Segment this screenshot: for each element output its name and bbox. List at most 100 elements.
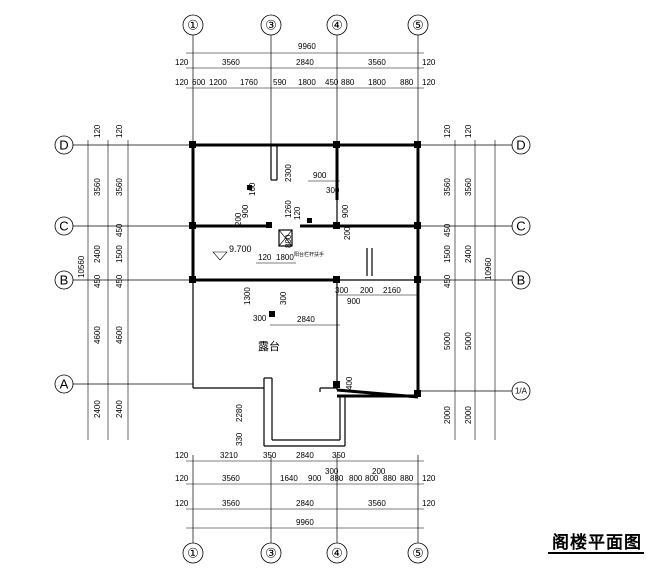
dim-text: 1640 — [280, 474, 298, 483]
dim-text: 450 — [115, 274, 124, 288]
dim-text: 3560 — [443, 178, 452, 196]
dim-text: 2840 — [297, 315, 315, 324]
dim-text: 9960 — [296, 518, 314, 527]
left-dimensions: 120 3560 2400 450 4600 2400 10560 120 35… — [77, 124, 129, 440]
left-axis-bubbles: D C B A — [54, 135, 74, 394]
axis-label: B — [517, 273, 526, 288]
dim-text: 350 — [263, 451, 277, 460]
dim-text: 2400 — [115, 400, 124, 418]
dim-text: 880 — [330, 474, 344, 483]
dim-text: 900 — [241, 204, 250, 218]
dim-text: 200 — [372, 467, 386, 476]
dim-text: 3560 — [222, 499, 240, 508]
dim-text: 450 — [115, 223, 124, 237]
axis-label: ⑤ — [412, 546, 424, 561]
dim-text: 3560 — [464, 178, 473, 196]
dim-text: 1300 — [243, 287, 252, 305]
dim-text: 2300 — [284, 164, 293, 182]
dim-text: 880 — [400, 474, 414, 483]
axis-label: ⑤ — [412, 18, 424, 33]
dim-text: 3210 — [220, 451, 238, 460]
terrace-label: 露台 — [258, 339, 280, 353]
dim-text: 2160 — [383, 286, 401, 295]
dim-text: 1800 — [276, 253, 294, 262]
dim-text: 120 — [258, 253, 272, 262]
axis-label: ④ — [331, 546, 343, 561]
axis-label: ④ — [331, 18, 343, 33]
dim-text: 880 — [383, 474, 397, 483]
dim-text: 5000 — [464, 332, 473, 350]
axis-label: ③ — [265, 18, 277, 33]
dim-text: 450 — [325, 78, 339, 87]
right-axis-bubbles: D C B 1/A — [511, 135, 531, 401]
dim-text: 160 — [248, 182, 257, 196]
dim-text: 800 — [365, 474, 379, 483]
drawing-title: 阁楼平面图 — [552, 533, 642, 552]
dim-text: 1260 — [284, 200, 293, 218]
dim-text: 300 — [335, 286, 349, 295]
dim-text: 350 — [332, 451, 346, 460]
dim-text: 120 — [293, 206, 302, 220]
dim-text: 300 — [325, 467, 339, 476]
dim-text: 450 — [93, 274, 102, 288]
dim-text: 120 — [464, 124, 473, 138]
dim-text: 300 — [279, 291, 288, 305]
dim-text: 5000 — [443, 332, 452, 350]
dim-text: 10560 — [77, 255, 86, 278]
axis-label: A — [60, 377, 69, 392]
axis-label: ③ — [265, 546, 277, 561]
dim-text: 900 — [347, 297, 361, 306]
dim-text: 2000 — [443, 406, 452, 424]
dim-text: 2400 — [93, 245, 102, 263]
dim-text: 330 — [235, 432, 244, 446]
axis-label: ① — [187, 18, 199, 33]
dim-text: 2840 — [296, 499, 314, 508]
dim-text: 120 — [443, 124, 452, 138]
dim-text: 450 — [443, 274, 452, 288]
dim-text: 300 — [253, 314, 267, 323]
bottom-dimensions: 120 3210 350 2840 350 120 3560 1640 900 … — [175, 451, 436, 529]
top-dimensions: 9960 120 3560 2840 3560 120 120 600 1200… — [175, 42, 436, 89]
axis-label: C — [516, 219, 525, 234]
axis-label: C — [59, 219, 68, 234]
dim-text: 4600 — [93, 326, 102, 344]
dim-text: 900 — [341, 204, 350, 218]
dim-text: 600 — [192, 78, 206, 87]
dim-text: 3560 — [222, 474, 240, 483]
dim-text: 120 — [422, 58, 436, 67]
dim-text: 120 — [422, 474, 436, 483]
dim-text: 880 — [341, 78, 355, 87]
dim-text: 120 — [175, 58, 189, 67]
dim-text: 2840 — [296, 451, 314, 460]
walls — [190, 143, 421, 447]
axis-lines — [73, 35, 512, 543]
dim-text: 3560 — [115, 178, 124, 196]
dim-text: 300 — [326, 186, 340, 195]
dim-text: 2000 — [464, 406, 473, 424]
dim-text: 3560 — [368, 499, 386, 508]
dim-text: 2280 — [235, 404, 244, 422]
bottom-axis-bubbles: ① ③ ④ ⑤ — [182, 542, 429, 564]
dim-text: 120 — [422, 499, 436, 508]
dim-text: 590 — [273, 78, 287, 87]
dim-text: 2400 — [93, 400, 102, 418]
dim-text: 200 — [234, 212, 243, 226]
dim-text: 3560 — [368, 58, 386, 67]
dim-text: 120 — [175, 78, 189, 87]
dim-text: 120 — [175, 451, 189, 460]
axis-label: 1/A — [515, 387, 528, 396]
dim-text: 120 — [422, 78, 436, 87]
dim-text: 800 — [284, 234, 293, 248]
axis-label: D — [516, 138, 525, 153]
dim-text: 4600 — [115, 326, 124, 344]
title-underline — [548, 552, 644, 554]
dim-text: 900 — [313, 171, 327, 180]
structural-columns — [189, 141, 421, 397]
dim-text: 1500 — [443, 245, 452, 263]
dim-text: 1760 — [240, 78, 258, 87]
axis-label: B — [60, 273, 69, 288]
elevation-mark: 9.700 — [229, 244, 252, 254]
dim-text: 120 — [93, 124, 102, 138]
axis-label: ① — [187, 546, 199, 561]
